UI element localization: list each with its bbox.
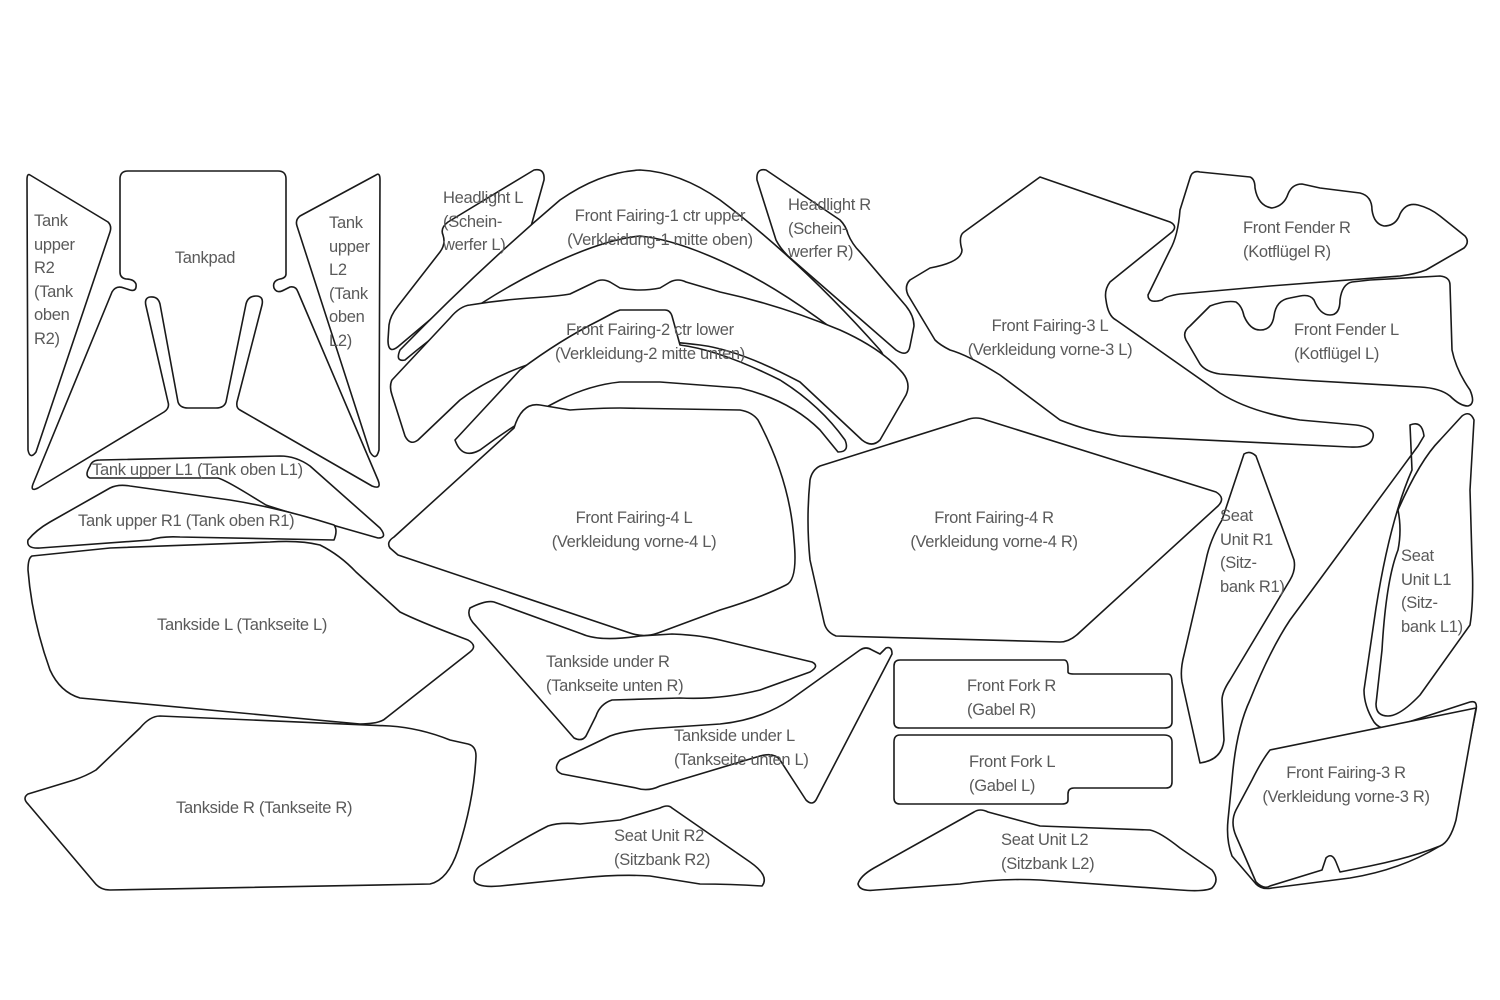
label-front-fender-l: Front Fender L (Kotflügel L) — [1294, 321, 1399, 363]
label-tank-upper-r1: Tank upper R1 (Tank oben R1) — [78, 512, 295, 530]
label-tankside-under-l: Tankside under L (Tankseite unten L) — [674, 727, 809, 769]
tankside-l-shape — [27, 540, 475, 725]
seat-unit-l2-shape — [857, 809, 1217, 892]
tank-upper-r2-shape — [26, 173, 112, 457]
label-tankpad: Tankpad — [174, 249, 236, 267]
seat-unit-r2-shape — [473, 805, 766, 888]
tankside-under-r-shape — [468, 600, 817, 741]
tank-upper-r1-shape — [26, 484, 337, 549]
headlight-r-shape — [756, 168, 915, 354]
label-tankside-r: Tankside R (Tankseite R) — [176, 799, 353, 817]
label-front-fairing-3l: Front Fairing-3 L (Verkleidung vorne-3 L… — [967, 317, 1133, 359]
tank-upper-l2-shape — [295, 173, 381, 458]
label-headlight-l: Headlight L (Schein- werfer L) — [443, 189, 524, 254]
front-fender-r-shape — [1147, 170, 1469, 302]
label-seat-unit-l2: Seat Unit L2 (Sitzbank L2) — [1001, 831, 1095, 873]
label-tank-upper-r2: Tank upper R2 (Tank oben R2) — [34, 212, 75, 348]
label-tankside-l: Tankside L (Tankseite L) — [157, 616, 328, 634]
label-seat-unit-l1: Seat Unit L1 (Sitz- bank L1) — [1401, 547, 1463, 636]
label-front-fairing-3r: Front Fairing-3 R (Verkleidung vorne-3 R… — [1262, 764, 1430, 806]
front-fairing-3l-shape — [905, 176, 1375, 448]
front-fairing-4r-shape — [807, 417, 1223, 643]
label-tank-upper-l1: Tank upper L1 (Tank oben L1) — [92, 461, 303, 479]
label-front-fairing-4r: Front Fairing-4 R (Verkleidung vorne-4 R… — [910, 509, 1078, 551]
label-front-fork-l: Front Fork L (Gabel L) — [969, 753, 1056, 795]
tankside-under-l-shape — [555, 646, 893, 804]
label-headlight-r: Headlight R (Schein- werfer R) — [788, 196, 871, 261]
tankside-r-shape — [24, 715, 477, 891]
front-fender-l-shape — [1183, 275, 1474, 407]
front-fairing-3r-shape — [1232, 707, 1477, 889]
label-tankside-under-r: Tankside under R (Tankseite unten R) — [546, 653, 684, 695]
label-front-fork-r: Front Fork R (Gabel R) — [967, 677, 1056, 719]
front-fork-r-shape — [893, 659, 1173, 729]
label-tank-upper-l2: Tank upper L2 (Tank oben L2) — [329, 214, 370, 350]
seat-unit-r1-shape — [1180, 451, 1296, 764]
label-front-fairing-1: Front Fairing-1 ctr upper (Verkleidung-1… — [567, 207, 753, 249]
label-front-fairing-4l: Front Fairing-4 L (Verkleidung vorne-4 L… — [551, 509, 717, 551]
label-seat-unit-r1: Seat Unit R1 (Sitz- bank R1) — [1220, 507, 1285, 596]
front-fairing-4l-shape — [387, 403, 796, 637]
label-seat-unit-r2: Seat Unit R2 (Sitzbank R2) — [614, 827, 711, 869]
front-fairing-2-shape — [389, 279, 909, 445]
label-front-fairing-2: Front Fairing-2 ctr lower (Verkleidung-2… — [554, 321, 745, 363]
front-fork-l-shape — [893, 734, 1173, 805]
tankpad-shape — [31, 170, 380, 491]
seat-unit-l1-shape — [1375, 412, 1475, 717]
label-front-fender-r: Front Fender R (Kotflügel R) — [1243, 219, 1351, 261]
headlight-l-shape — [387, 168, 545, 351]
